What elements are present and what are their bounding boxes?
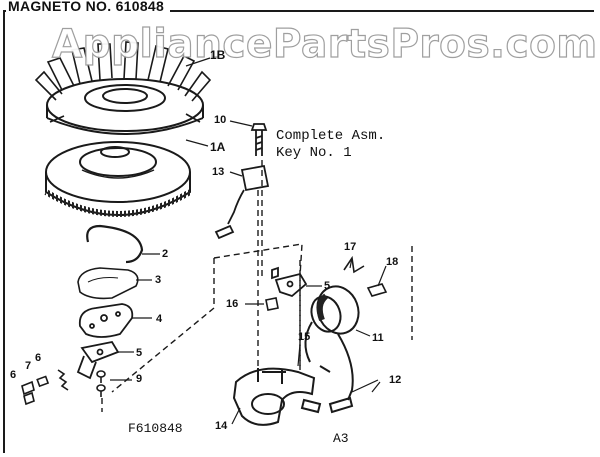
cover-plate-part [77, 267, 139, 300]
callout-7: 7 [25, 360, 32, 372]
spring-wire-part [343, 255, 365, 274]
armature-part [232, 367, 322, 426]
condenser-part [214, 164, 270, 240]
callout-6-upper: 6 [35, 352, 42, 364]
callout-12: 12 [389, 374, 402, 386]
callout-3: 3 [155, 274, 162, 286]
flywheel-part [44, 141, 192, 217]
callout-5-left: 5 [136, 347, 143, 359]
callout-13: 13 [212, 166, 225, 178]
screws-part [96, 370, 106, 397]
callout-4: 4 [156, 313, 163, 325]
callout-1a: 1A [210, 140, 226, 154]
callout-6-lower: 6 [10, 369, 17, 381]
callout-2: 2 [162, 248, 169, 260]
callout-17: 17 [344, 241, 357, 253]
watermark: AppliancePartsPros.com [51, 21, 598, 67]
figure-code: F610848 [128, 421, 183, 436]
callout-9: 9 [136, 373, 143, 385]
complete-assembly-note-line-2: Key No. 1 [276, 145, 352, 161]
callout-14: 14 [215, 420, 228, 432]
lead-wires-part [319, 333, 354, 414]
sheet-code: A3 [333, 431, 349, 446]
callout-11: 11 [372, 332, 384, 344]
callout-10: 10 [214, 114, 227, 126]
spring-clip-part [86, 224, 144, 264]
diagram-title: MAGNETO NO. 610848 [6, 0, 171, 14]
flywheel-fan-part [34, 41, 212, 135]
small-hardware-parts [21, 369, 69, 406]
callout-16: 16 [226, 298, 239, 310]
bolt-part [250, 123, 268, 156]
mounting-bracket-part [271, 266, 308, 298]
callout-15: 15 [298, 331, 311, 343]
clip-part [265, 297, 279, 311]
callout-1b: 1B [210, 48, 226, 62]
callout-18: 18 [386, 256, 399, 268]
callout-5-right: 5 [324, 280, 331, 292]
insulator-part [366, 283, 388, 297]
callout-leaders [110, 57, 387, 425]
breaker-plate-part [78, 303, 134, 338]
complete-assembly-note-line-1: Complete Asm. [276, 128, 386, 144]
diagram-frame [3, 10, 594, 453]
ignition-coil-part [304, 285, 360, 363]
assembly-lines [101, 160, 413, 412]
